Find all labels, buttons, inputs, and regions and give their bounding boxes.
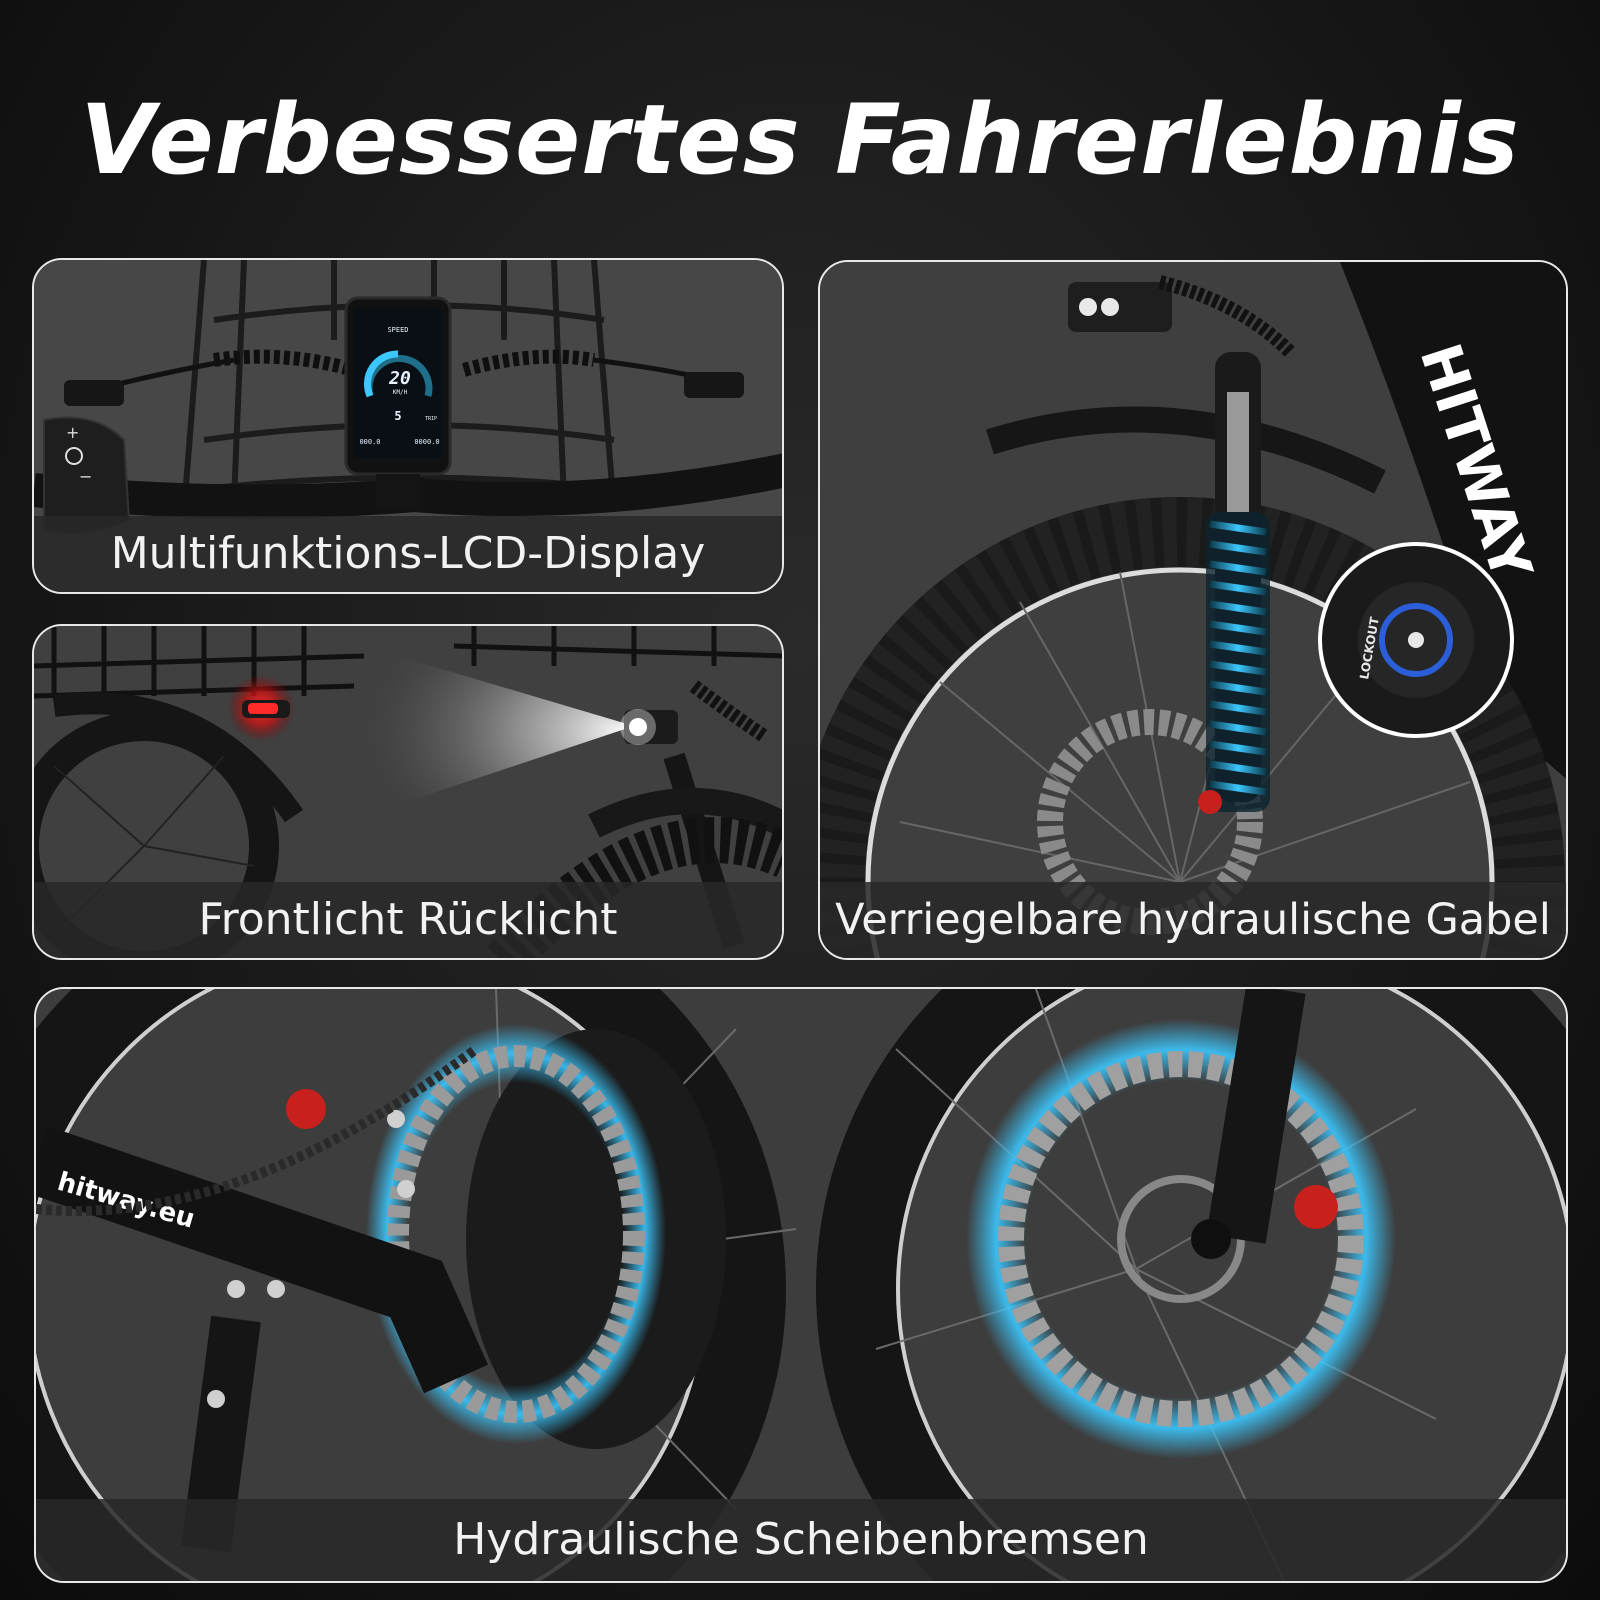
rear-brake-disc xyxy=(366,1024,666,1444)
lights-panel: Frontlicht Rücklicht xyxy=(32,624,784,960)
lcd-unit: SPEED 20 KM/H 5 TRIP 000.0 0000.0 xyxy=(344,296,452,510)
brakes-panel: hitway.eu Hydraulische Scheibenbremsen xyxy=(34,987,1568,1583)
lcd-odo-left: 000.0 xyxy=(359,438,380,446)
fork-panel: HITWAY xyxy=(818,260,1568,960)
fork-illustration: HITWAY xyxy=(820,262,1566,958)
lcd-display-caption: Multifunktions-LCD-Display xyxy=(34,516,782,592)
lcd-trip-label: TRIP xyxy=(425,416,437,422)
fork-caption: Verriegelbare hydraulische Gabel xyxy=(820,882,1566,958)
lights-caption: Frontlicht Rücklicht xyxy=(34,882,782,958)
lcd-display-panel: + − SPEED 20 KM/H 5 TRIP 000.0 0000.0 Mu… xyxy=(32,258,784,594)
headlight xyxy=(620,709,678,745)
brakes-illustration: hitway.eu xyxy=(36,989,1566,1581)
lcd-odo-right: 0000.0 xyxy=(414,438,439,446)
lcd-level: 5 xyxy=(394,409,401,423)
fork-spring-glow xyxy=(1206,512,1270,812)
lcd-speed-value: 20 xyxy=(388,368,411,389)
brakes-caption: Hydraulische Scheibenbremsen xyxy=(36,1499,1566,1581)
tail-light xyxy=(248,703,278,714)
svg-text:−: − xyxy=(79,467,92,486)
page-title: Verbessertes Fahrerlebnis xyxy=(80,84,1520,196)
front-brake-disc xyxy=(966,1019,1396,1459)
svg-text:+: + xyxy=(66,423,79,442)
front-caliper-cap xyxy=(1294,1185,1338,1229)
lcd-top-label: SPEED xyxy=(387,326,408,334)
lockout-inset: LOCKOUT xyxy=(1318,542,1514,738)
rear-caliper-cap xyxy=(286,1089,326,1129)
lcd-speed-unit: KM/H xyxy=(393,389,408,396)
